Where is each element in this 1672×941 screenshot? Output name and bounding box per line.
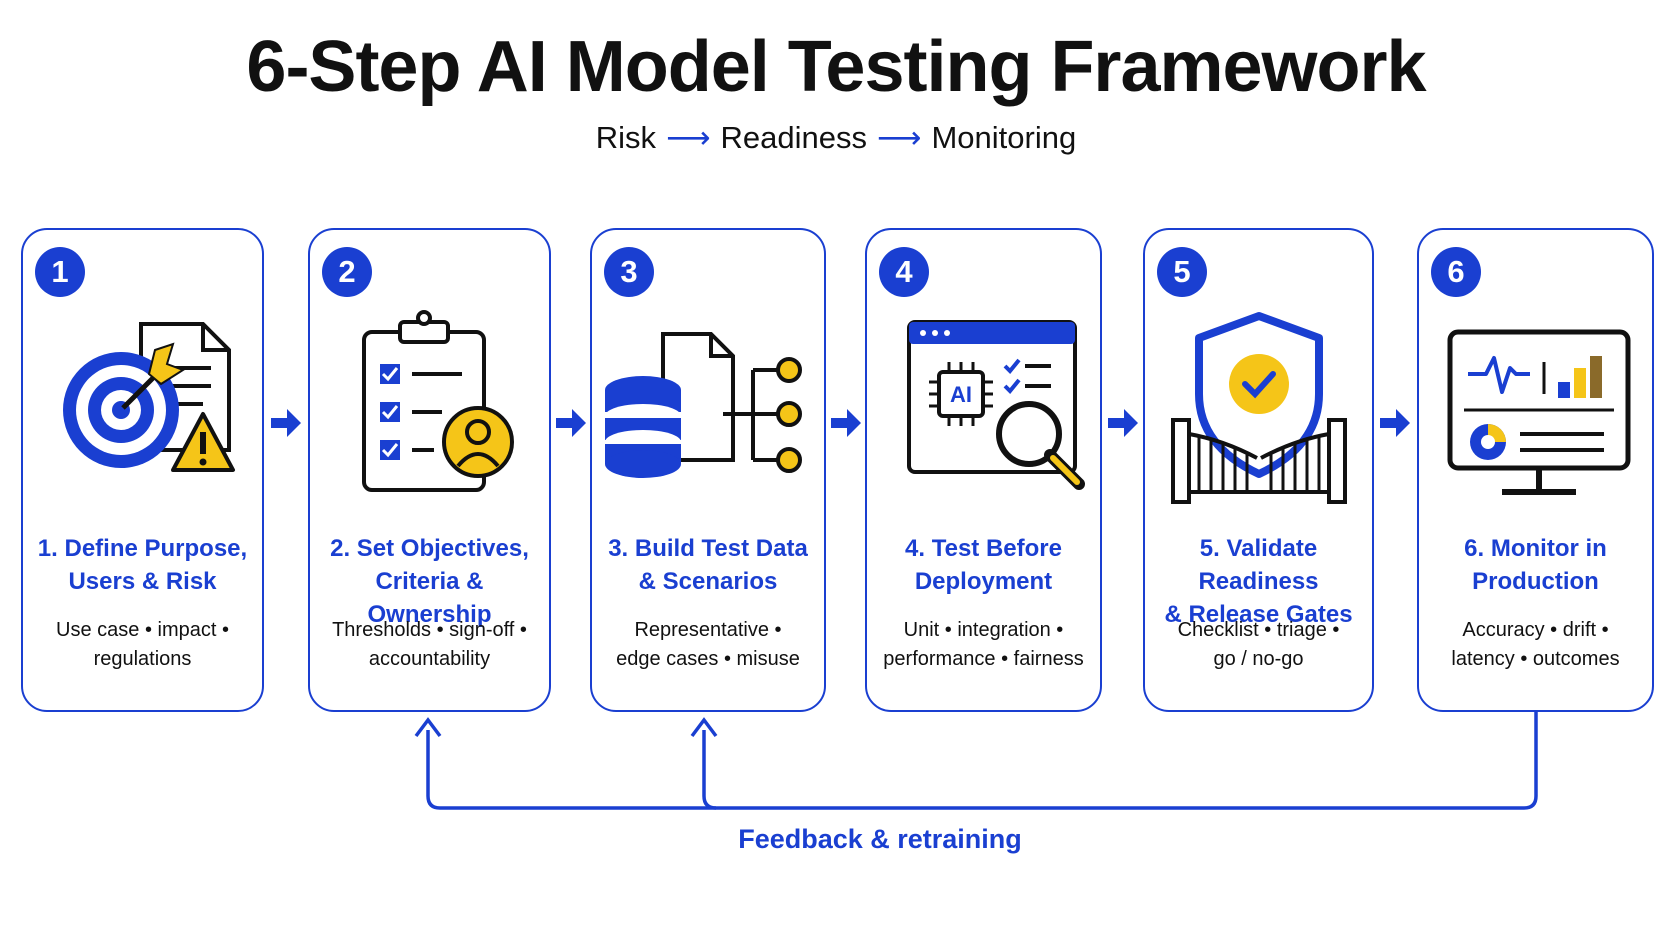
step-card-1: 1 1. Define Purpose,Users & Risk Use cas… <box>21 228 264 712</box>
page-title: 6-Step AI Model Testing Framework <box>246 27 1426 107</box>
step-card-2: 2 2. Set Objectives,Criteria & Ownership… <box>308 228 551 712</box>
flow-step-risk: Risk <box>595 120 657 155</box>
step-title: 1. Define Purpose,Users & Risk <box>37 535 248 595</box>
step-description: Representative •edge cases • misuse <box>616 619 800 670</box>
step-number-badge: 6 <box>1431 247 1481 297</box>
target-document-warning-icon <box>23 310 262 520</box>
step-description: Accuracy • drift •latency • outcomes <box>1451 619 1620 670</box>
shield-check-gate-icon <box>1145 310 1372 520</box>
flow-arrow-icon: ⟶ <box>877 120 922 155</box>
flow-arrow-icon: ⟶ <box>666 120 711 155</box>
step-card-3: 3 3. Build Test Data& Scenarios Represen… <box>590 228 826 712</box>
arrow-right-icon <box>1380 409 1410 437</box>
step-title: 2. Set Objectives,Criteria & Ownership <box>330 535 529 628</box>
step-description: Thresholds • sign-off •accountability <box>332 619 527 670</box>
feedback-label: Feedback & retraining <box>738 824 1022 854</box>
step-number-badge: 4 <box>879 247 929 297</box>
flow-step-monitoring: Monitoring <box>931 120 1077 155</box>
arrow-right-icon <box>1108 409 1138 437</box>
svg-text:AI: AI <box>950 382 972 407</box>
ai-chip-magnifier-icon: AI <box>867 310 1100 520</box>
arrow-right-icon <box>831 409 861 437</box>
monitor-dashboard-icon <box>1419 310 1652 520</box>
step-description: Use case • impact •regulations <box>56 619 229 670</box>
database-branches-icon <box>592 310 824 520</box>
step-number-badge: 2 <box>322 247 372 297</box>
step-description: Checklist • triage •go / no-go <box>1177 619 1340 670</box>
step-title: 5. Validate Readiness& Release Gates <box>1164 535 1353 628</box>
flow-subtitle: Risk ⟶ Readiness ⟶ Monitoring <box>0 120 1672 156</box>
flow-step-readiness: Readiness <box>720 120 867 155</box>
arrow-right-icon <box>271 409 301 437</box>
step-title: 3. Build Test Data& Scenarios <box>608 535 808 595</box>
clipboard-checklist-person-icon <box>310 310 549 520</box>
step-number-badge: 5 <box>1157 247 1207 297</box>
step-card-5: 5 5. Validate Readiness& Release Gates C… <box>1143 228 1374 712</box>
step-card-4: 4 AI <box>865 228 1102 712</box>
step-number-badge: 3 <box>604 247 654 297</box>
step-number-badge: 1 <box>35 247 85 297</box>
step-description: Unit • integration •performance • fairne… <box>883 619 1084 670</box>
arrow-right-icon <box>556 409 586 437</box>
